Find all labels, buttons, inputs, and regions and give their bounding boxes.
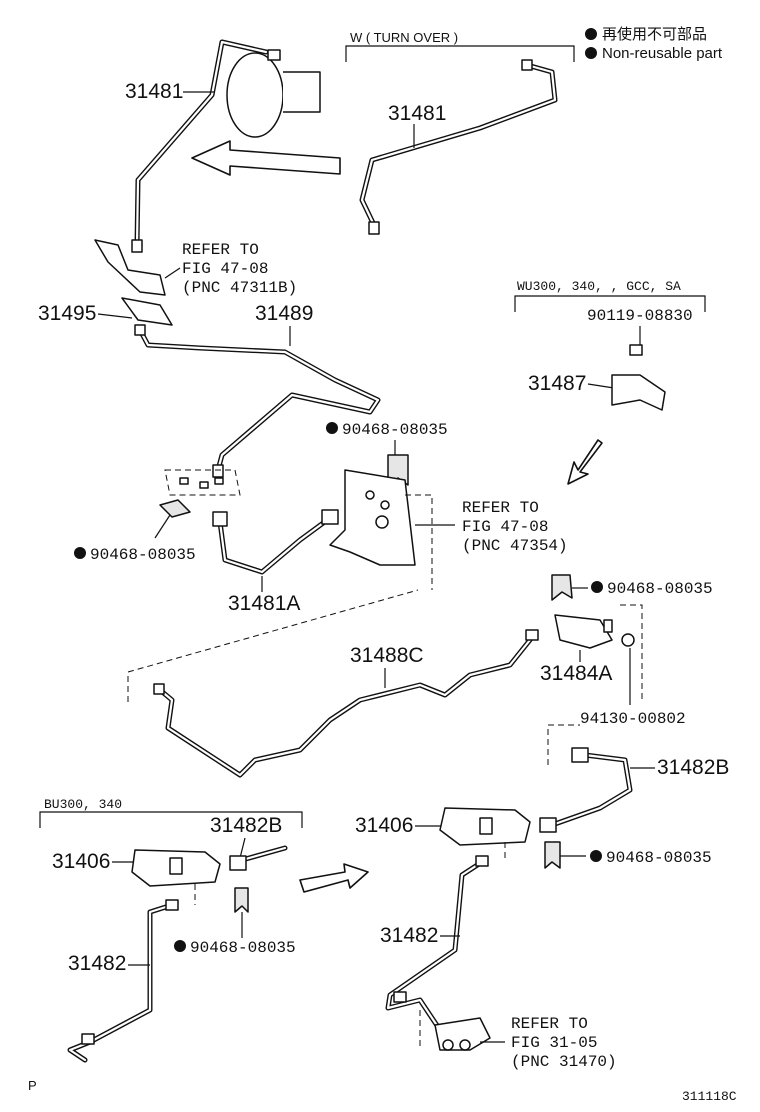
refer-47311b-line3: (PNC 47311B) [182,279,297,297]
pipe-nut [153,683,165,695]
label-94130: 94130-00802 [580,710,686,728]
refer-47354-line3: (PNC 47354) [462,537,568,555]
pipe-nut [212,464,224,478]
refer-47354-line1: REFER TO [462,499,539,517]
pipe-fitting [267,49,281,61]
label-31481A: 31481A [228,592,300,615]
group-turnover-bracket [345,45,575,62]
pipe-nut [475,855,489,867]
refer-47311b-line1: REFER TO [182,241,259,259]
master-cylinder-assembly [131,39,321,253]
brake-booster-body [226,52,284,138]
clip-90468-right [551,574,573,601]
label-31481-top: 31481 [125,80,183,103]
label-31482-left: 31482 [68,952,126,975]
master-cylinder-body [283,71,321,113]
footer-mark: P [28,1078,37,1093]
group-wu-label: WU300, 340, , GCC, SA [517,279,681,294]
pipe-nut [521,59,533,71]
label-90468-left: 90468-08035 [90,546,196,564]
pipe-nut [134,324,146,336]
hose-end [321,509,339,525]
label-31406-left: 31406 [52,850,110,873]
clip-90468-lower-right [544,841,561,869]
label-31484A: 31484A [540,662,612,685]
group-bu-bracket [39,811,303,828]
refer-31470-line3: (PNC 31470) [511,1053,617,1071]
group-bu-label: BU300, 340 [44,797,122,812]
hose-end [539,817,557,833]
direction-arrow-downleft [567,439,603,485]
label-31487: 31487 [528,372,586,395]
label-31488C: 31488C [350,644,424,667]
refer-47311b-line2: FIG 47-08 [182,260,268,278]
pipe-nut [393,991,407,1003]
label-31482-right: 31482 [380,924,438,947]
bracket-plate-47354 [329,469,416,566]
label-31482B-right: 31482B [657,756,729,779]
bolt-90119 [629,344,643,356]
slot [179,477,189,485]
bracket-31495 [121,297,173,326]
label-90468-lower-left: 90468-08035 [190,939,296,957]
pipe-nut [165,899,179,911]
figure-id: 311118C [682,1089,737,1104]
pipe-nut [525,629,539,641]
bracket-47311b [94,239,166,296]
label-31489: 31489 [255,302,313,325]
clip-90468-left [159,499,191,518]
refer-47354-line2: FIG 47-08 [462,518,548,536]
label-31495: 31495 [38,302,96,325]
direction-arrow-right [299,863,369,893]
hose-end [229,855,247,871]
label-90119: 90119-08830 [587,307,693,325]
clip-90468-lower-left [234,887,249,913]
pipe-nut [81,1033,95,1045]
label-31482B-left: 31482B [210,814,282,837]
pipe-nut [131,239,143,253]
legend-japanese: 再使用不可部品 [602,26,707,43]
group-turnover-label: W ( TURN OVER ) [350,30,458,45]
legend-dot-jp [585,28,597,40]
direction-arrow-left [191,140,341,176]
hose-end [571,747,589,763]
group-wu-bracket [514,295,706,312]
label-90468-lower-right: 90468-08035 [606,849,712,867]
label-90468-right: 90468-08035 [607,580,713,598]
slot [199,481,209,489]
slot [214,477,224,485]
bracket-31487 [611,374,666,411]
refer-31470-line1: REFER TO [511,1015,588,1033]
label-90468-top: 90468-08035 [342,421,448,439]
label-31406-right: 31406 [355,814,413,837]
hose-end [212,511,228,527]
nut-94130 [621,633,635,647]
bracket-31484A [554,614,613,649]
legend-dot-en [585,47,597,59]
pipe-nut [368,221,380,235]
legend-non-reusable: Non-reusable part [602,45,723,62]
label-31481-turnover: 31481 [388,102,446,125]
refer-31470-line2: FIG 31-05 [511,1034,597,1052]
